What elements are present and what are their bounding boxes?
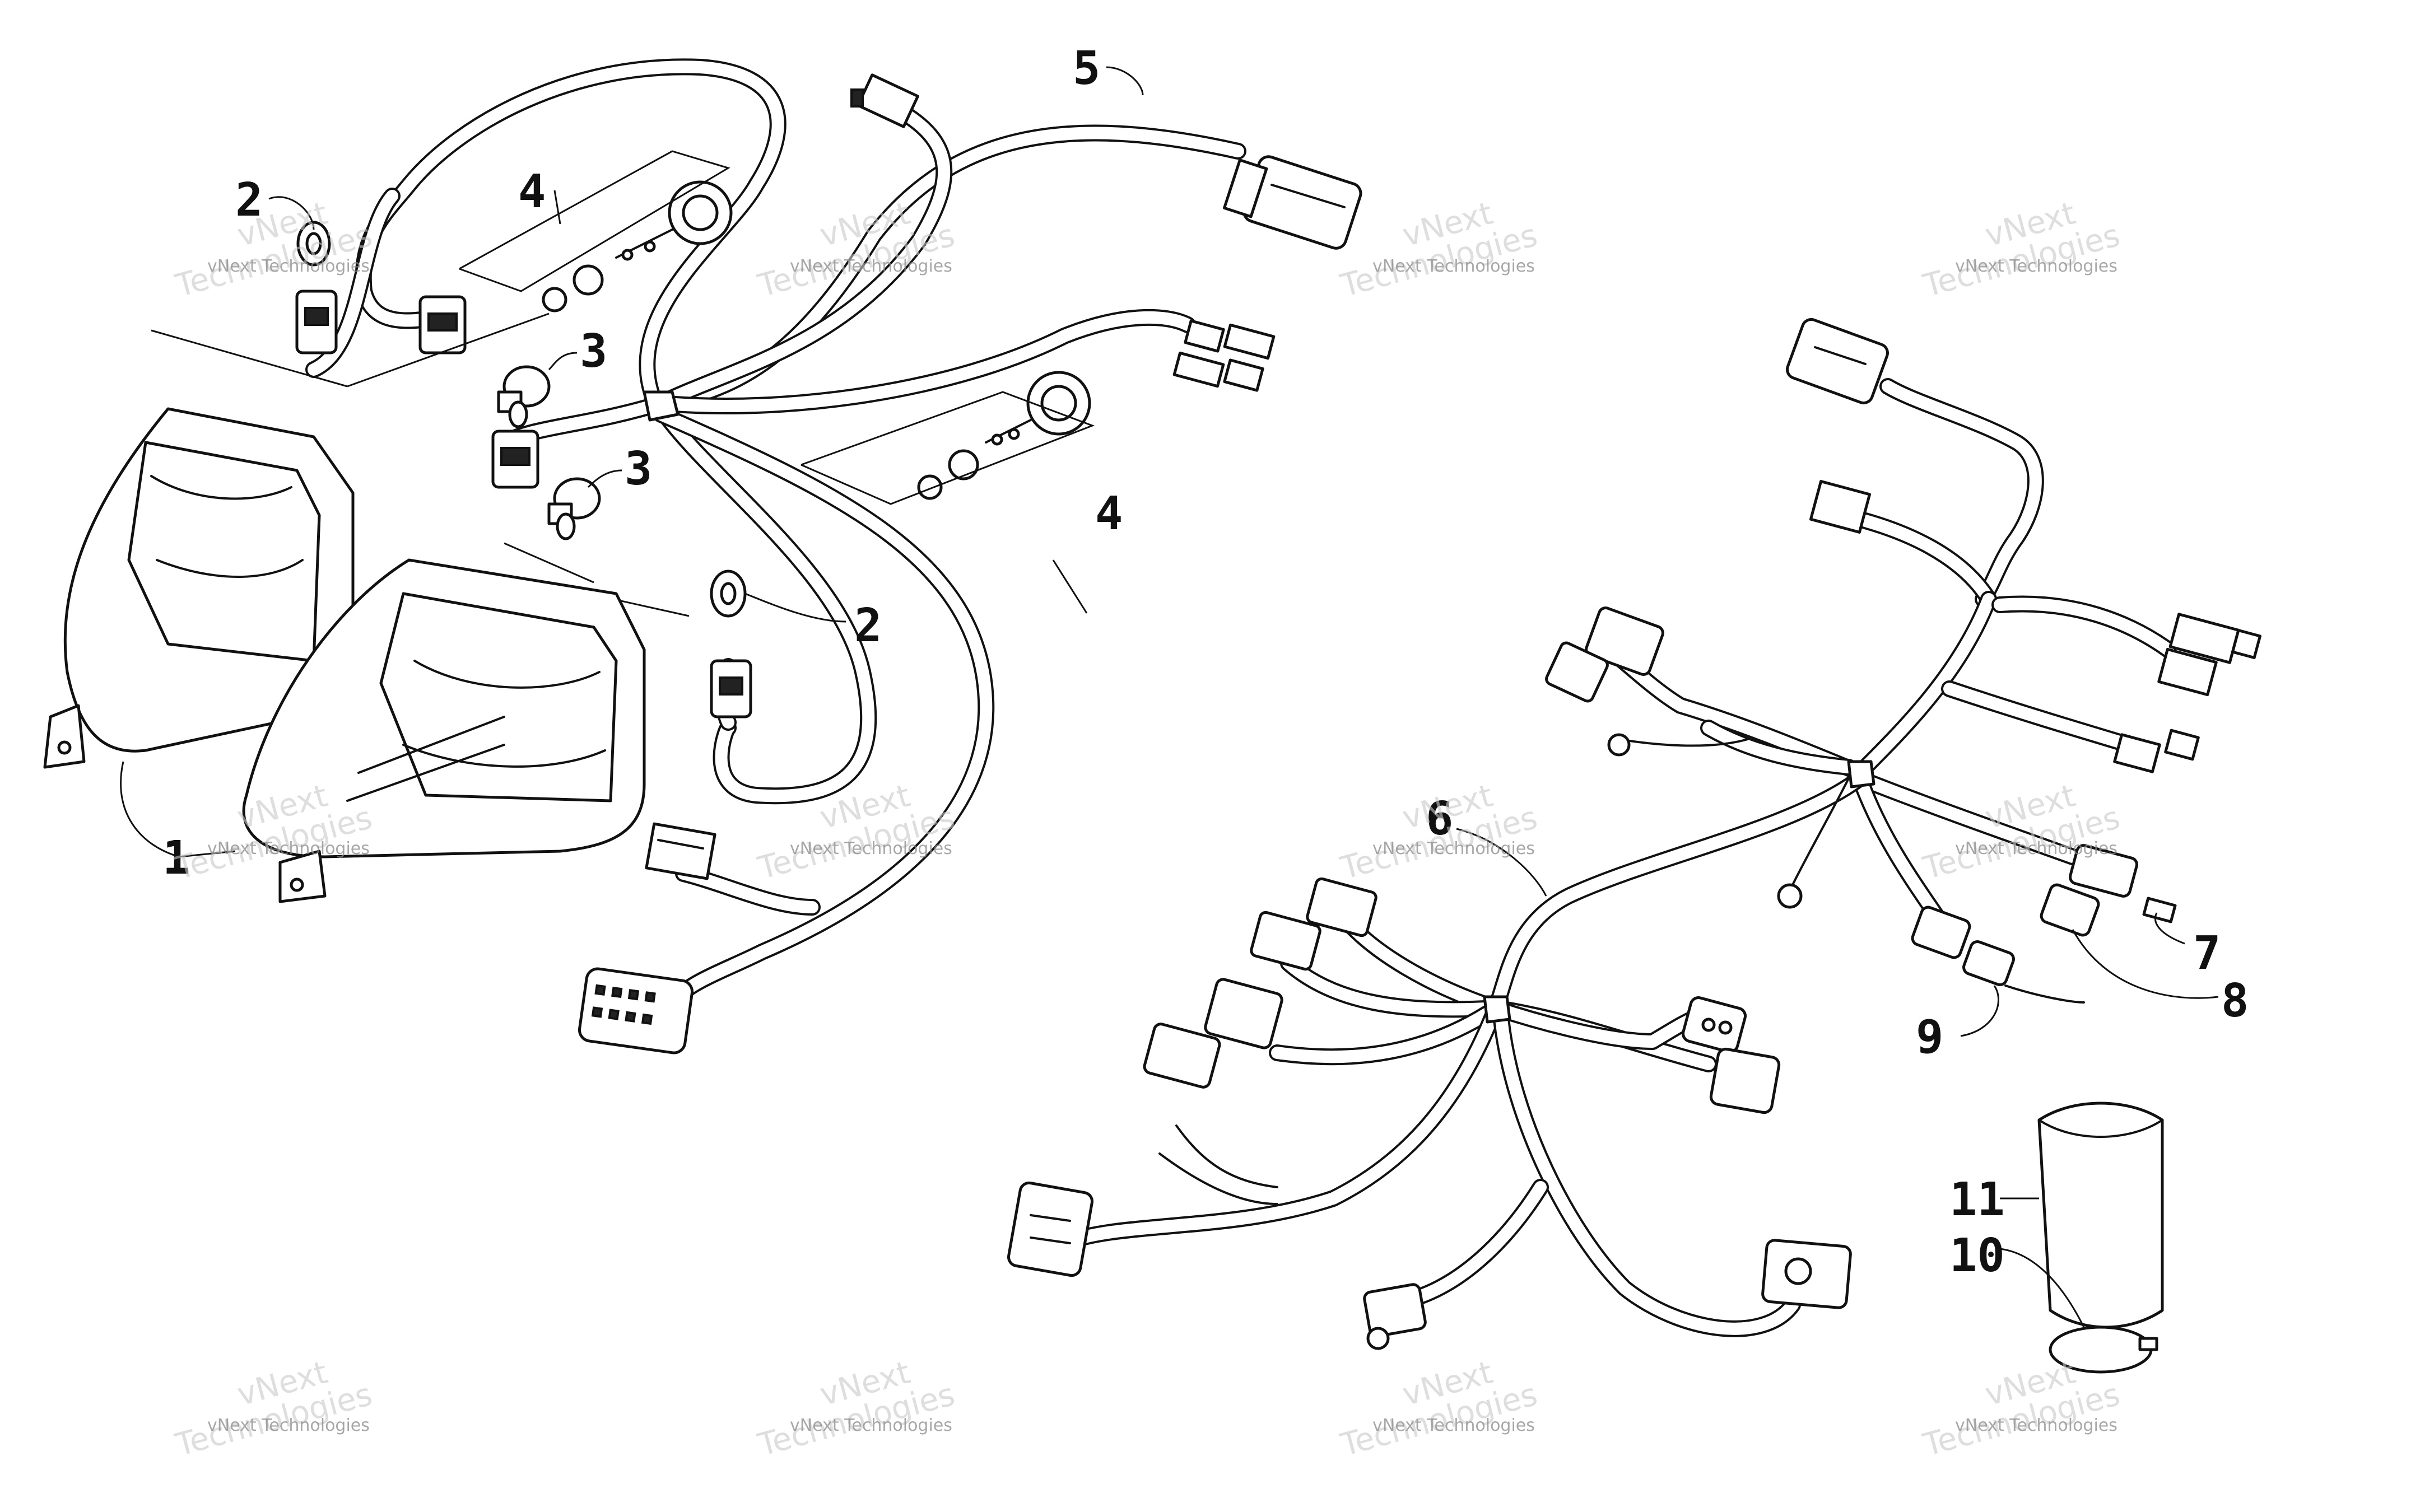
cable-tie	[2049, 1326, 2158, 1374]
connector-bottom-bullet	[1363, 1283, 1427, 1350]
headlight-housing-right	[242, 558, 646, 903]
watermark-text: vNext Technologies	[1372, 839, 1535, 858]
connector-9-socket	[1911, 906, 2085, 1004]
connector-left-b	[1250, 911, 1321, 971]
connector-8-cap	[2040, 883, 2100, 937]
connector-spade-pair	[1172, 319, 1276, 392]
callout-11: 11	[1949, 1173, 2005, 1226]
connector-bottom-flat	[645, 822, 716, 880]
watermark-text: vNext Technologies	[790, 1416, 952, 1435]
connector-2-lower-socket	[710, 659, 752, 718]
callout-10: 10	[1949, 1229, 2005, 1282]
watermark: vNext Technologies vNext Technologies	[1337, 777, 1541, 886]
watermark-text: vNext Technologies	[790, 839, 952, 858]
watermark-text: vNext Technologies	[207, 839, 370, 858]
fuse-holder	[2069, 844, 2138, 898]
connector-mid-socket	[491, 430, 539, 489]
connector-left-d	[1143, 1023, 1221, 1089]
connector-upper-left-a	[1585, 606, 1664, 676]
connector-main-top	[1786, 318, 1889, 405]
callout-1: 1	[162, 832, 190, 885]
connector-left-c	[1204, 978, 1283, 1049]
headlight-harness	[43, 58, 1362, 1054]
watermark: vNext Technologies vNext Technologies	[1337, 1354, 1541, 1463]
watermark-text: vNext Technologies	[207, 256, 370, 276]
watermark-text: vNext Technologies	[1955, 1416, 2118, 1435]
protective-sleeve	[2037, 1102, 2164, 1329]
connector-bottom-large	[578, 967, 694, 1054]
connector-7-fuse	[2142, 897, 2177, 923]
connector-top-small	[850, 73, 919, 128]
marker-bulb-lower	[710, 570, 747, 618]
adjuster-assembly-lower	[917, 371, 1091, 500]
main-harness-wires	[1056, 378, 2176, 1337]
connector-bottom-right	[1761, 1239, 1852, 1309]
callout-7: 7	[2193, 927, 2221, 980]
callout-8: 8	[2221, 974, 2249, 1028]
watermark: vNext Technologies vNext Technologies	[171, 1354, 376, 1463]
callout-9: 9	[1916, 1011, 1943, 1064]
connector-left-large	[1007, 1181, 1094, 1277]
connector-top-small-right	[1809, 480, 1872, 534]
callout-2-lower: 2	[854, 599, 882, 652]
callout-2-upper: 2	[235, 174, 263, 227]
headlight-harness-wires	[305, 58, 1246, 1005]
callout-5: 5	[1073, 42, 1100, 95]
connector-spade-right-mid	[2113, 729, 2200, 773]
watermark: vNext Technologies vNext Technologies	[754, 1354, 958, 1463]
watermark-text: vNext Technologies	[1955, 839, 2118, 858]
watermark: vNext Technologies vNext Technologies	[1337, 195, 1541, 304]
callout-4-lower: 4	[1095, 487, 1123, 540]
headlight-bulb-lower	[547, 477, 601, 540]
main-harness	[1007, 318, 2261, 1374]
connector-right-bullet	[1681, 996, 1747, 1053]
connector-upper-left-b	[1545, 641, 1609, 703]
connector-left-socket	[418, 295, 467, 354]
watermark-text: vNext Technologies	[1372, 256, 1535, 276]
connector-5-main	[1223, 155, 1362, 250]
callout-3-upper: 3	[580, 325, 607, 378]
watermark: vNext Technologies vNext Technologies	[171, 195, 376, 304]
connector-spade-pair-right	[2157, 613, 2261, 697]
watermark-text: vNext Technologies	[207, 1416, 370, 1435]
watermark-text: vNext Technologies	[1955, 256, 2118, 276]
headlight-bulb-upper	[497, 365, 551, 428]
connector-left-a	[1306, 877, 1377, 937]
headlight-housing-left	[43, 407, 355, 769]
callout-3-lower: 3	[625, 442, 652, 496]
callout-4-upper: 4	[518, 165, 546, 218]
marker-bulb-upper	[296, 221, 331, 267]
connector-2-upper-socket	[295, 290, 338, 354]
callout-6: 6	[1426, 792, 1453, 846]
watermark-text: vNext Technologies	[1372, 1416, 1535, 1435]
connector-right-square	[1709, 1047, 1781, 1114]
watermark-text: vNext Technologies	[790, 256, 952, 276]
callout-labels: 1 2 2 3 3 4 4 5 6 7 8 9 10 11	[162, 42, 2249, 1282]
adjuster-assembly-upper	[542, 180, 733, 312]
watermark: vNext Technologies vNext Technologies	[1919, 195, 2124, 304]
